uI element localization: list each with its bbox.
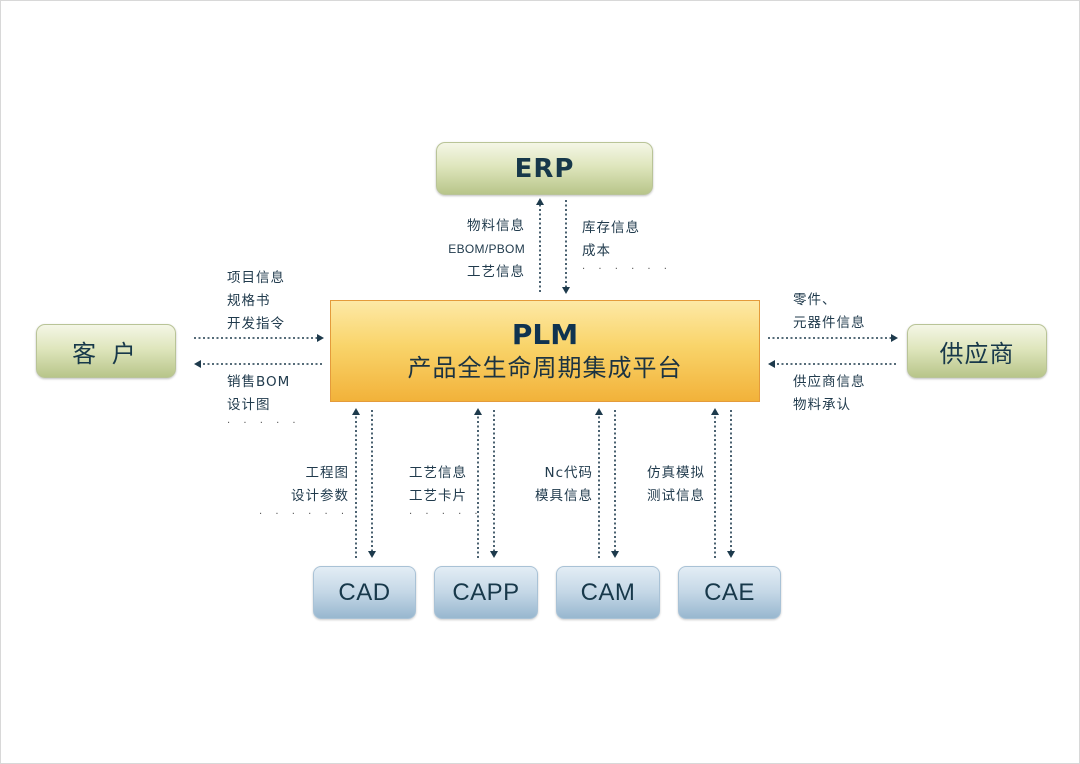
cad-node[interactable]: CAD [313,566,416,619]
flow-item: 设计图 [227,397,271,413]
flow-item: Nc代码 [544,465,593,481]
flow-item: 开发指令 [227,316,285,332]
flow-item: 工艺卡片 [409,488,467,504]
flow-label-supplier-to-plm: 供应商信息 物料承认 [793,371,866,417]
flow-label-erp-to-plm: 库存信息 成本 · · · · · · [582,217,672,277]
flow-item: 工艺信息 [409,465,467,481]
flow-item-ellipsis: · · · · · · [259,509,349,520]
cad-label: CAD [338,578,391,606]
customer-label: 客 户 [72,339,140,368]
flow-item: 工艺信息 [467,264,525,280]
flow-label-cae: 仿真模拟 测试信息 [647,462,705,508]
flow-item: 设计参数 [291,488,349,504]
flow-label-customer-to-plm: 项目信息 规格书 开发指令 [227,267,285,336]
cam-label: CAM [580,578,636,606]
flow-item-ellipsis: · · · · · · [409,509,499,520]
flow-item: 测试信息 [647,488,705,504]
cam-node[interactable]: CAM [556,566,660,619]
flow-label-cad: 工程图 设计参数 · · · · · · [259,462,349,522]
supplier-label: 供应商 [939,339,1015,368]
flow-item: 物料承认 [793,397,851,413]
flow-item: 工程图 [305,465,349,481]
plm-subtitle: 产品全生命周期集成平台 [407,354,683,382]
plm-platform-node[interactable]: PLM 产品全生命周期集成平台 [330,300,760,402]
cae-label: CAE [704,578,755,606]
flow-item: EBOM/PBOM [448,242,525,256]
flow-label-plm-to-customer: 销售BOM 设计图 · · · · · [227,371,301,431]
flow-item-ellipsis: · · · · · [227,418,301,429]
cae-node[interactable]: CAE [678,566,781,619]
flow-item: 仿真模拟 [647,465,705,481]
customer-node[interactable]: 客 户 [36,324,176,378]
flow-item: 销售BOM [227,374,291,390]
flow-label-plm-to-erp: 物料信息 EBOM/PBOM 工艺信息 [448,215,525,284]
supplier-node[interactable]: 供应商 [907,324,1047,378]
capp-label: CAPP [452,578,520,606]
flow-item: 供应商信息 [793,374,866,390]
erp-node[interactable]: ERP [436,142,653,195]
flow-item-ellipsis: · · · · · · [582,264,672,275]
capp-node[interactable]: CAPP [434,566,538,619]
flow-item: 物料信息 [467,218,525,234]
flow-label-plm-to-supplier: 零件、 元器件信息 [793,289,866,335]
flow-label-cam: Nc代码 模具信息 [535,462,593,508]
flow-item: 模具信息 [535,488,593,504]
flow-item: 库存信息 [582,220,640,236]
plm-title: PLM [511,318,579,351]
flow-item: 成本 [582,243,611,259]
flow-item: 元器件信息 [793,315,866,331]
erp-label: ERP [514,153,575,184]
flow-label-capp: 工艺信息 工艺卡片 · · · · · · [409,462,499,522]
flow-item: 规格书 [227,293,271,309]
flow-item: 零件、 [793,292,837,308]
flow-item: 项目信息 [227,270,285,286]
